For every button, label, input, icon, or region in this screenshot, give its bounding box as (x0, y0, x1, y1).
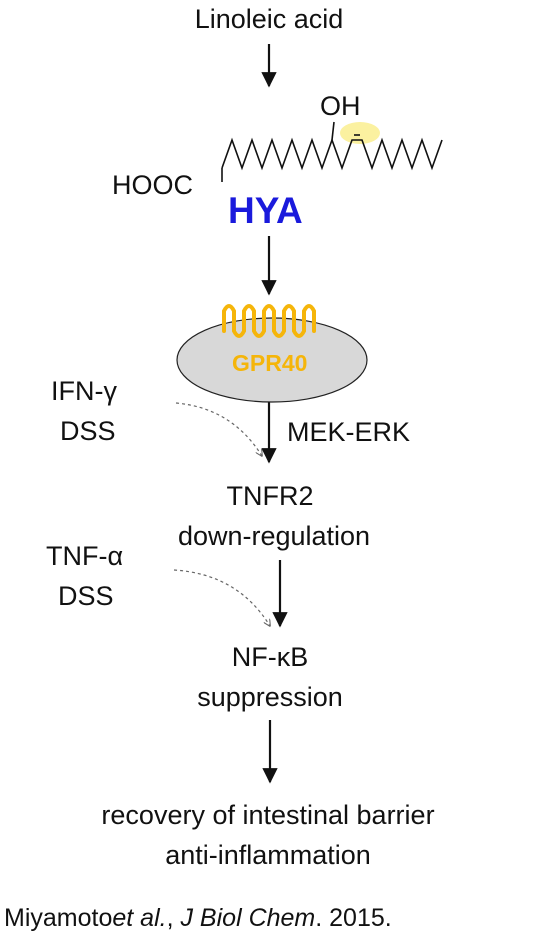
nf-kb-label: NF-κB (231, 642, 309, 672)
citation-year: . 2015. (315, 904, 392, 932)
citation-journal: J Biol Chem (180, 904, 316, 932)
down-regulation-label: down-regulation (177, 521, 371, 551)
oh-label: OH (320, 91, 361, 121)
recovery-label: recovery of intestinal barrier (101, 800, 435, 830)
tnf-alpha-label: TNF-α (46, 541, 124, 571)
oh-bond (331, 121, 335, 141)
citation-sep: , (166, 904, 181, 932)
ifn-gamma-label: IFN-γ (51, 376, 117, 406)
citation-author: Miyamoto (4, 904, 113, 932)
dashed-arrow-tnfa (173, 569, 270, 626)
gpr40-label: GPR40 (232, 350, 308, 376)
hya-label: HYA (228, 190, 303, 231)
fatty-acid-chain (221, 137, 443, 171)
suppression-label: suppression (197, 682, 343, 712)
mek-erk-label: MEK-ERK (287, 417, 411, 447)
anti-inflammation-label: anti-inflammation (165, 840, 371, 870)
citation-etal: et al. (112, 904, 167, 932)
tnfr2-label: TNFR2 (226, 481, 314, 511)
hooc-label: HOOC (112, 170, 193, 200)
dss-label-1: DSS (60, 416, 116, 446)
citation: Miyamotoet al., J Biol Chem. 2015. (4, 906, 392, 931)
dss-label-2: DSS (58, 581, 114, 611)
double-bond-highlight (340, 122, 380, 144)
gpr40-serpentine (222, 304, 316, 338)
linoleic-acid-label: Linoleic acid (194, 4, 344, 34)
dashed-arrow-ifn (175, 402, 262, 456)
